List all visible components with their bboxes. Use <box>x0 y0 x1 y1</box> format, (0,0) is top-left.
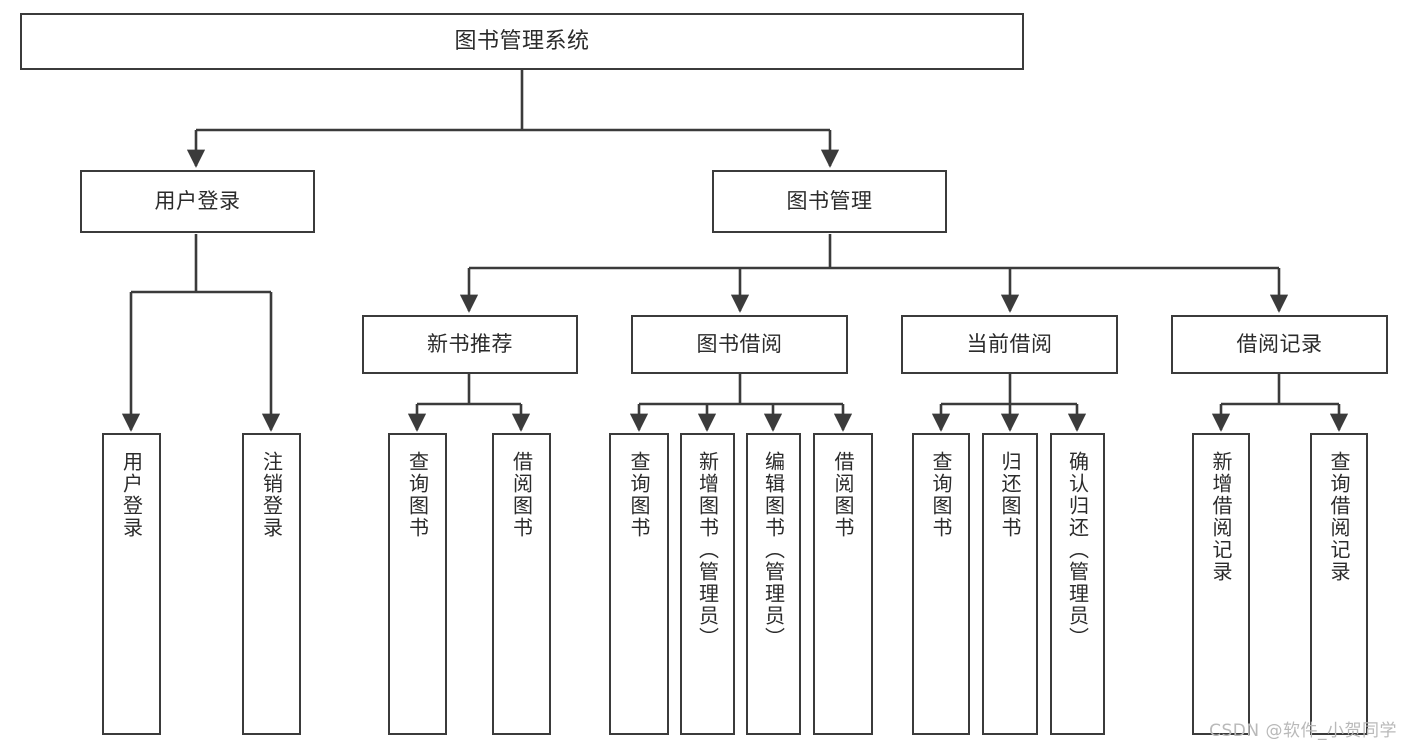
node-label: 新书推荐 <box>427 332 513 357</box>
node-root-book-management-system[interactable]: 图书管理系统 <box>20 13 1024 70</box>
node-label: 查询图书 <box>929 451 953 539</box>
node-label: 查询图书 <box>627 451 651 539</box>
node-label: 新增图书（管理员） <box>695 451 720 649</box>
node-borrow-records[interactable]: 借阅记录 <box>1171 315 1388 374</box>
node-label: 查询图书 <box>405 451 430 539</box>
leaf-records-query-record[interactable]: 查询借阅记录 <box>1310 433 1368 735</box>
leaf-current-confirm-return-admin[interactable]: 确认归还（管理员） <box>1050 433 1105 735</box>
node-label: 图书管理系统 <box>454 28 590 54</box>
leaf-new-book-query[interactable]: 查询图书 <box>388 433 447 735</box>
node-label: 编辑图书（管理员） <box>761 451 786 649</box>
node-label: 图书借阅 <box>696 332 783 357</box>
node-user-login[interactable]: 用户登录 <box>80 170 315 233</box>
leaf-current-query-book[interactable]: 查询图书 <box>912 433 970 735</box>
node-book-borrowing[interactable]: 图书借阅 <box>631 315 848 374</box>
leaf-user-login-signout[interactable]: 注销登录 <box>242 433 301 735</box>
leaf-borrow-add-book-admin[interactable]: 新增图书（管理员） <box>680 433 735 735</box>
leaf-borrow-borrow-book[interactable]: 借阅图书 <box>813 433 873 735</box>
node-label: 借阅图书 <box>831 451 855 539</box>
node-current-borrowing[interactable]: 当前借阅 <box>901 315 1118 374</box>
node-label: 归还图书 <box>998 451 1022 539</box>
leaf-current-return-book[interactable]: 归还图书 <box>982 433 1038 735</box>
leaf-records-add-record[interactable]: 新增借阅记录 <box>1192 433 1250 735</box>
node-label: 用户登录 <box>154 189 241 214</box>
node-label: 图书管理 <box>786 189 873 214</box>
node-label: 借阅图书 <box>509 451 534 539</box>
node-label: 注销登录 <box>259 451 284 539</box>
node-label: 查询借阅记录 <box>1327 451 1351 583</box>
node-new-book-recommendation[interactable]: 新书推荐 <box>362 315 578 374</box>
node-label: 新增借阅记录 <box>1209 451 1233 583</box>
node-book-management[interactable]: 图书管理 <box>712 170 947 233</box>
node-label: 用户登录 <box>119 451 144 539</box>
leaf-user-login-signin[interactable]: 用户登录 <box>102 433 161 735</box>
node-label: 当前借阅 <box>966 332 1053 357</box>
leaf-new-book-borrow[interactable]: 借阅图书 <box>492 433 551 735</box>
leaf-borrow-edit-book-admin[interactable]: 编辑图书（管理员） <box>746 433 801 735</box>
leaf-borrow-query-book[interactable]: 查询图书 <box>609 433 669 735</box>
node-label: 借阅记录 <box>1236 332 1323 357</box>
node-label: 确认归还（管理员） <box>1065 451 1090 649</box>
watermark-csdn: CSDN @软件_小贺同学 <box>1209 721 1397 741</box>
